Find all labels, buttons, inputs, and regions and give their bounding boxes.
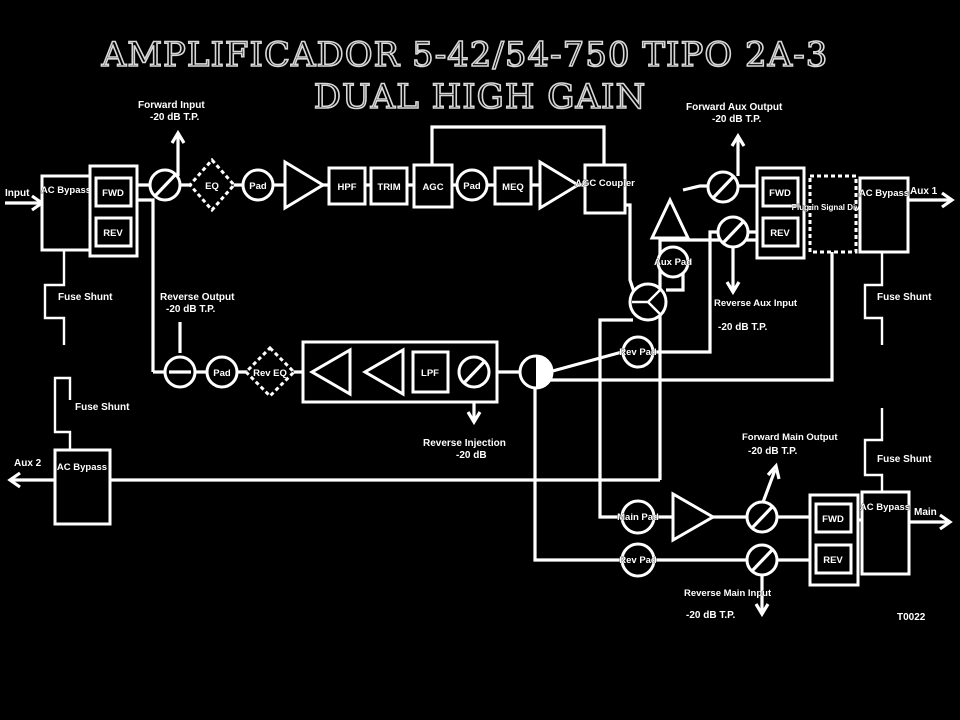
main-amplifier — [671, 491, 717, 543]
forward-main-output-level: -20 dB T.P. — [748, 446, 797, 457]
hpf-block — [327, 166, 367, 206]
eq-block — [188, 157, 236, 213]
forward-input-level: -20 dB T.P. — [150, 112, 199, 123]
reverse-injection-label: Reverse Injection — [423, 438, 506, 449]
input-label: Input — [5, 188, 30, 199]
trim-block — [369, 166, 409, 206]
rev-main-label: REV — [823, 555, 843, 566]
fuse-shunt-label-3: Fuse Shunt — [877, 292, 932, 303]
lpf-block — [411, 350, 450, 394]
fwd-aux-label: FWD — [769, 188, 791, 199]
ac-bypass-main-block — [860, 490, 911, 576]
reverse-aux-input-label: Reverse Aux Input — [714, 298, 798, 309]
hpf-label: HPF — [338, 182, 357, 193]
reverse-pad-label: Pad — [213, 368, 231, 379]
pad-block-1 — [241, 168, 275, 202]
rev-module-input — [94, 216, 133, 248]
rev-module-main — [814, 543, 853, 575]
fwd-module-aux — [761, 176, 800, 208]
reverse-main-input-level: -20 dB T.P. — [686, 610, 735, 621]
forward-aux-output-label: Forward Aux Output — [686, 102, 783, 113]
reverse-amplifier-1 — [309, 347, 352, 397]
main-pad-label: Main Pad — [617, 512, 659, 523]
pad-label-1: Pad — [249, 181, 267, 192]
reverse-output-level: -20 dB T.P. — [166, 304, 215, 315]
aux-pad-block — [656, 245, 690, 279]
trim-label: TRIM — [377, 182, 400, 193]
meq-label: MEQ — [502, 182, 524, 193]
aux-amplifier — [649, 196, 691, 240]
ac-bypass-input-block — [40, 174, 92, 252]
reverse-injection-level: -20 dB — [456, 450, 487, 461]
aux2-label: Aux 2 — [14, 458, 42, 469]
agc-coupler-label: AGC Coupler — [575, 178, 635, 189]
ac-bypass-aux2-label: AC Bypass — [57, 462, 107, 473]
plugin-signal-divider-label: Plug-in Signal Divider — [792, 203, 875, 212]
blocks: AC Bypass FWD REV EQ Pad HPF TRIM — [40, 157, 911, 587]
rev-eq-label: Rev EQ — [253, 368, 287, 379]
reverse-amplifier-2 — [362, 347, 405, 397]
rev-aux-label: REV — [770, 228, 790, 239]
ac-bypass-main-label: AC Bypass — [860, 502, 910, 513]
fwd-input-label: FWD — [102, 188, 124, 199]
plugin-signal-divider-block — [808, 174, 858, 254]
port-labels: Input Aux 1 Aux 2 Main Forward Input -20… — [5, 100, 938, 624]
rev-input-label: REV — [103, 228, 123, 239]
eq-label: EQ — [205, 181, 219, 192]
pad-label-2: Pad — [463, 181, 481, 192]
diagram-title-line1: AMPLIFICADOR 5-42/54-750 TIPO 2A-3 — [101, 35, 829, 75]
main-pad-block — [620, 499, 656, 535]
rev-pad-main-label: Rev Pad — [619, 555, 657, 566]
aux-pad-label: Aux Pad — [654, 257, 692, 268]
fuse-shunt-label-1: Fuse Shunt — [58, 292, 113, 303]
ac-bypass-aux2-block — [53, 448, 112, 526]
meq-block — [493, 166, 533, 206]
fwd-module-main — [814, 502, 853, 534]
lpf-label: LPF — [421, 368, 439, 379]
rev-pad-main — [620, 542, 656, 578]
diagram-title-line2: DUAL HIGH GAIN — [313, 77, 647, 117]
forward-amplifier-2 — [538, 159, 581, 211]
agc-coupler-block — [583, 163, 627, 215]
reverse-main-input-label: Reverse Main Input — [684, 588, 772, 599]
forward-main-output-label: Forward Main Output — [742, 432, 838, 443]
forward-aux-output-level: -20 dB T.P. — [712, 114, 761, 125]
forward-input-label: Forward Input — [138, 100, 205, 111]
reverse-pad-block — [205, 355, 239, 389]
agc-block — [412, 163, 454, 209]
ac-bypass-aux1-label: AC Bypass — [859, 188, 909, 199]
reverse-aux-input-level: -20 dB T.P. — [718, 322, 767, 333]
rev-eq-block — [243, 345, 297, 399]
ac-bypass-input-label: AC Bypass — [41, 185, 91, 196]
reverse-output-label: Reverse Output — [160, 292, 235, 303]
forward-amplifier-1 — [283, 159, 326, 211]
fuse-shunt-label-4: Fuse Shunt — [877, 454, 932, 465]
rev-pad-aux-label: Rev Pad — [619, 347, 657, 358]
fuse-shunts — [43, 250, 884, 492]
aux1-label: Aux 1 — [910, 186, 938, 197]
rev-pad-aux — [621, 335, 655, 369]
main-label: Main — [914, 507, 937, 518]
fwd-main-label: FWD — [822, 514, 844, 525]
agc-label: AGC — [422, 182, 443, 193]
fuse-shunt-label-2: Fuse Shunt — [75, 402, 130, 413]
fwd-module-input — [94, 176, 133, 208]
figure-id: T0022 — [897, 612, 926, 623]
ac-bypass-aux1-block — [858, 176, 910, 254]
rev-module-aux — [761, 216, 800, 248]
pad-block-2 — [455, 168, 489, 202]
